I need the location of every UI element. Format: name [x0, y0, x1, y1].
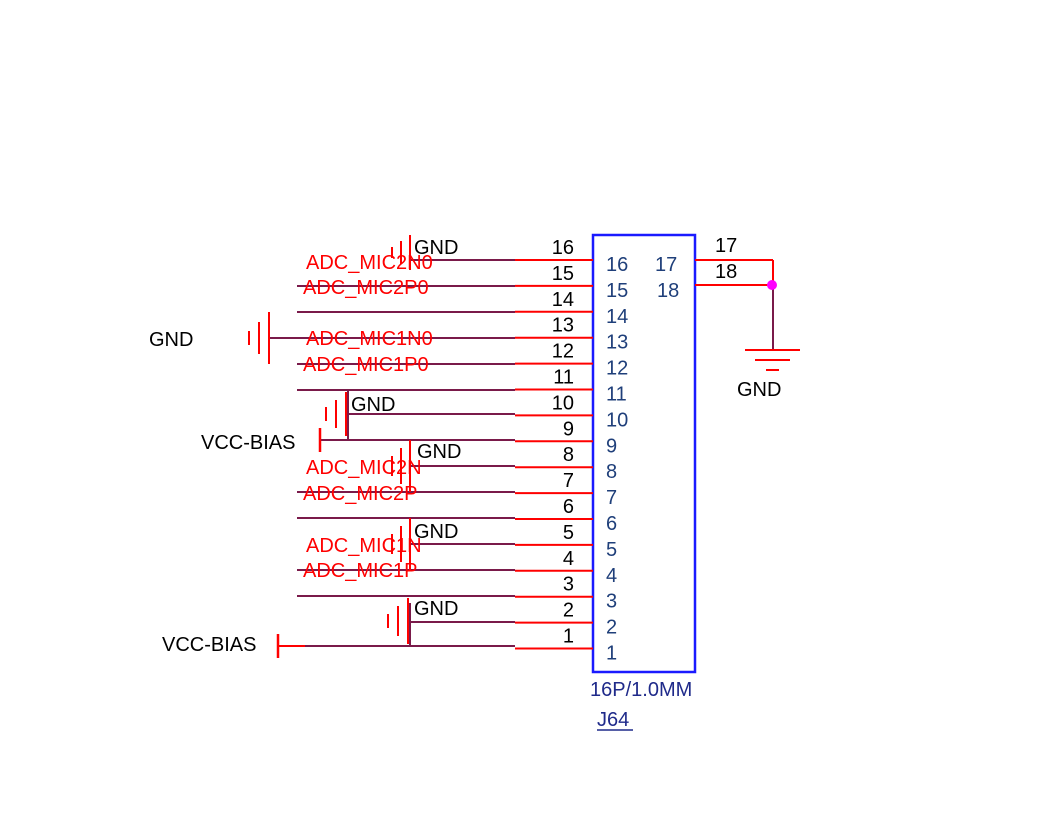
pin-4-inner: 4: [606, 565, 617, 587]
pin-2-outer: 2: [563, 600, 574, 622]
pin-17-outer: 17: [715, 235, 737, 257]
pin-10-inner: 10: [606, 409, 628, 431]
pin-3-inner: 3: [606, 591, 617, 613]
junction-dot: [767, 280, 777, 290]
pin-1-outer: 1: [563, 626, 574, 648]
pin-5-outer: 5: [563, 522, 574, 544]
pin-3-outer: 3: [563, 574, 574, 596]
pin-7-outer: 7: [563, 470, 574, 492]
pin-14-inner: 14: [606, 306, 628, 328]
net-label-adc-mic1p0: ADC_MIC1P0: [303, 354, 429, 376]
vcc-bias-label-pin-9: VCC-BIAS: [201, 432, 295, 454]
gnd-label-pin-8: GND: [417, 441, 461, 463]
pin-10-outer: 10: [552, 392, 574, 414]
net-label-adc-mic2n: ADC_MIC2N: [306, 457, 422, 479]
gnd-symbol-pin-10: [325, 392, 347, 436]
pin-1-inner: 1: [606, 643, 617, 665]
pin-9-outer: 9: [563, 418, 574, 440]
connector-body: [591, 233, 697, 674]
pin-11-outer: 11: [553, 367, 574, 389]
net-label-adc-mic1p: ADC_MIC1P: [303, 560, 417, 582]
connector-value: 16P/1.0MM: [590, 679, 692, 701]
pin-12-inner: 12: [606, 358, 628, 380]
pin-16-inner: 16: [606, 254, 628, 276]
net-label-adc-mic1n: ADC_MIC1N: [306, 535, 422, 557]
pin-15-outer: 15: [552, 263, 574, 285]
gnd-symbol-pin-16: [391, 235, 411, 270]
pin-13-inner: 13: [606, 332, 628, 354]
connector-reference: J64: [597, 709, 629, 731]
gnd-label-pin-13: GND: [149, 329, 193, 351]
left-pins: 1616151514141313121211111010998877665544…: [515, 237, 628, 665]
pin-7-inner: 7: [606, 487, 617, 509]
net-label-adc-mic2p0: ADC_MIC2P0: [303, 277, 429, 299]
vcc-bias-label-pin-1: VCC-BIAS: [162, 634, 256, 656]
net-label-adc-mic2n0: ADC_MIC2N0: [306, 252, 433, 274]
gnd-symbol-pin-8: [391, 440, 411, 492]
gnd-symbol-pin-2: [387, 598, 409, 644]
pin-9-inner: 9: [606, 435, 617, 457]
pin-18-inner: 18: [657, 280, 679, 302]
net-label-adc-mic1n0: ADC_MIC1N0: [306, 328, 433, 350]
pin-6-outer: 6: [563, 496, 574, 518]
right-pins: 17 18 17 18 GND: [655, 235, 800, 401]
pin-13-outer: 13: [552, 315, 574, 337]
gnd-symbol-pin-5: [391, 518, 411, 570]
pin-2-inner: 2: [606, 617, 617, 639]
pin-18-outer: 18: [715, 261, 737, 283]
pin-16-outer: 16: [552, 237, 574, 259]
gnd-label-pin-10: GND: [351, 394, 395, 416]
net-label-adc-mic2p: ADC_MIC2P: [303, 483, 417, 505]
pin-12-outer: 12: [552, 341, 574, 363]
pin-8-outer: 8: [563, 444, 574, 466]
pin-17-inner: 17: [655, 254, 677, 276]
pin-4-outer: 4: [563, 548, 574, 570]
gnd-label-right: GND: [737, 379, 781, 401]
pin-6-inner: 6: [606, 513, 617, 535]
gnd-label-pin-2: GND: [414, 598, 458, 620]
gnd-symbol-pin-13: [248, 312, 270, 364]
gnd-label-pin-16: GND: [414, 237, 458, 259]
pin-5-inner: 5: [606, 539, 617, 561]
left-wiring: GND GND GND GND GND GND VCC-BIAS VCC-BIA…: [149, 235, 515, 658]
pin-14-outer: 14: [552, 289, 574, 311]
pin-11-inner: 11: [606, 384, 627, 406]
pin-15-inner: 15: [606, 280, 628, 302]
gnd-label-pin-5: GND: [414, 521, 458, 543]
pin-8-inner: 8: [606, 461, 617, 483]
